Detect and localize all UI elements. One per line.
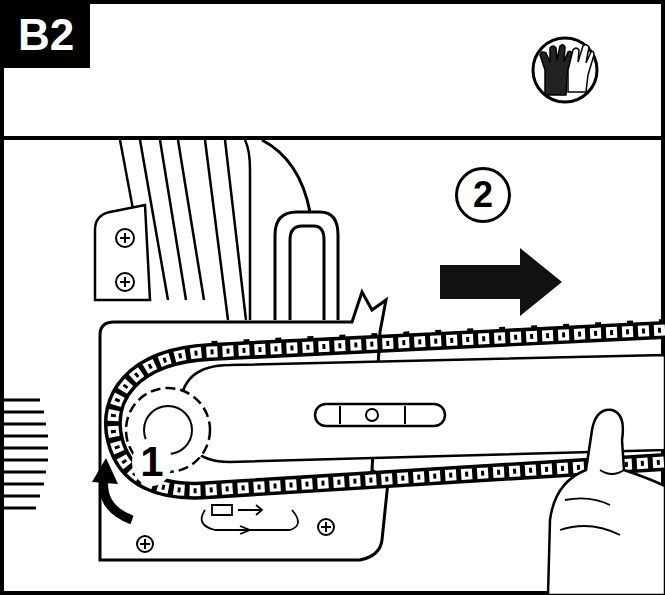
- gloved-hand: [548, 410, 665, 595]
- step-label: B2: [2, 2, 90, 68]
- bar-hole: [366, 409, 378, 421]
- handle-bracket: [95, 205, 150, 300]
- bar-slot: [315, 404, 445, 426]
- pull-arrow: [440, 248, 562, 316]
- node-text: B2: [18, 13, 74, 57]
- node-text: 2: [473, 177, 493, 213]
- header-rule: [0, 136, 665, 140]
- cover-screws: [137, 519, 334, 552]
- direction-symbol: [202, 505, 298, 534]
- callout-circle: 2: [455, 167, 511, 223]
- glove-icon: [533, 38, 597, 102]
- callout-number: 1: [132, 438, 171, 486]
- engine-fins: [4, 400, 48, 508]
- front-handle: [262, 140, 338, 320]
- rotation-arrow: [92, 458, 132, 520]
- saw-chain: [113, 321, 665, 491]
